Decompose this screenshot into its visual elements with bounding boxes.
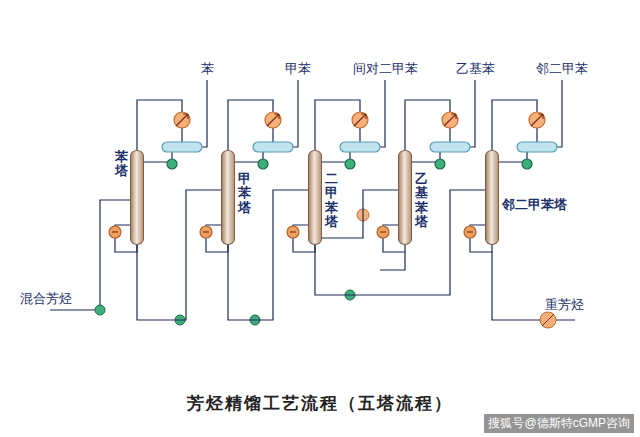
- distillation-column: [308, 150, 322, 245]
- stream-label: 重芳烃: [545, 296, 584, 314]
- stream-label: 苯: [201, 60, 214, 78]
- watermark: 搜狐号@德斯特cGMP咨询: [484, 414, 634, 433]
- stream-label: 甲苯: [285, 60, 311, 78]
- diagram-caption: 芳烃精馏工艺流程（五塔流程）: [0, 392, 640, 415]
- column-label: 二甲苯塔: [325, 172, 338, 229]
- distillation-column: [130, 150, 144, 245]
- column-label: 邻二甲苯塔: [502, 196, 567, 214]
- distillation-column: [221, 150, 235, 245]
- column-label: 甲苯塔: [238, 172, 251, 215]
- stream-label: 乙基苯: [456, 60, 495, 78]
- stream-label: 混合芳烃: [20, 290, 72, 308]
- stream-label: 间对二甲苯: [353, 60, 418, 78]
- process-stream: [137, 190, 221, 320]
- column-label: 乙基苯塔: [415, 172, 428, 229]
- distillation-column: [398, 150, 412, 245]
- distillation-column: [485, 150, 499, 245]
- stream-label: 邻二甲苯: [536, 60, 588, 78]
- column-label: 苯塔: [115, 150, 128, 179]
